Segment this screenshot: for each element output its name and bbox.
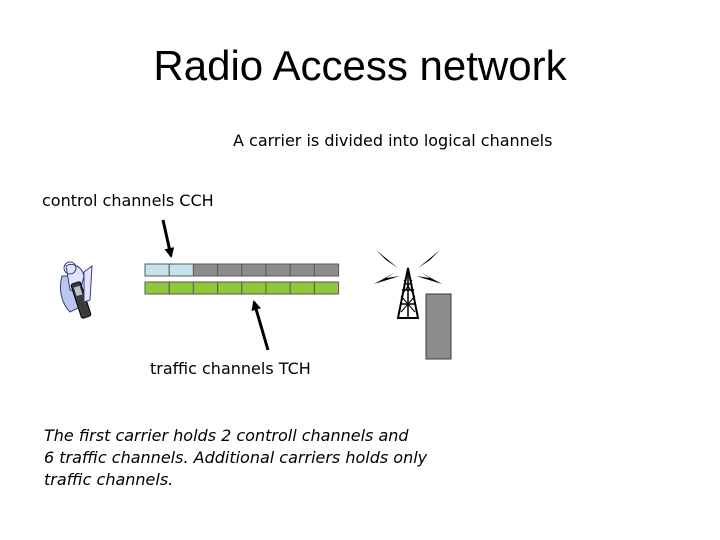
traffic-channel-slot [168,281,194,295]
traffic-channel-slot [313,263,340,277]
traffic-channel-slot [313,281,340,295]
slide-title: Radio Access network [153,42,567,89]
traffic-channel-slot [192,281,219,295]
radio-tower-icon [374,250,442,319]
mobile-phone-icon [59,261,93,319]
traffic-channel-slot [241,263,267,277]
traffic-channel-slot [241,281,267,295]
tch-arrow [251,300,270,351]
traffic-channel-slot [265,263,291,277]
cch-arrow [161,219,175,258]
carrier-note: The first carrier holds 2 controll chann… [44,425,504,491]
traffic-channel-slot [217,263,243,277]
traffic-channels-label: traffic channels TCH [150,359,311,378]
control-channels-label: control channels CCH [42,191,214,210]
traffic-channel-slot [289,281,315,295]
control-channel-slot [144,263,170,277]
traffic-channel-slot [289,263,315,277]
note-line-2: 6 traffic channels. Additional carriers … [44,448,428,467]
traffic-channel-slot [192,263,219,277]
base-station-block [425,293,452,360]
traffic-channel-slot [265,281,291,295]
additional-carrier [144,281,340,295]
first-carrier [144,263,340,277]
note-line-1: The first carrier holds 2 controll chann… [44,426,409,445]
slide-subtitle: A carrier is divided into logical channe… [233,131,553,150]
traffic-channel-slot [144,281,170,295]
control-channel-slot [168,263,194,277]
traffic-channel-slot [217,281,243,295]
note-line-3: traffic channels. [44,470,174,489]
